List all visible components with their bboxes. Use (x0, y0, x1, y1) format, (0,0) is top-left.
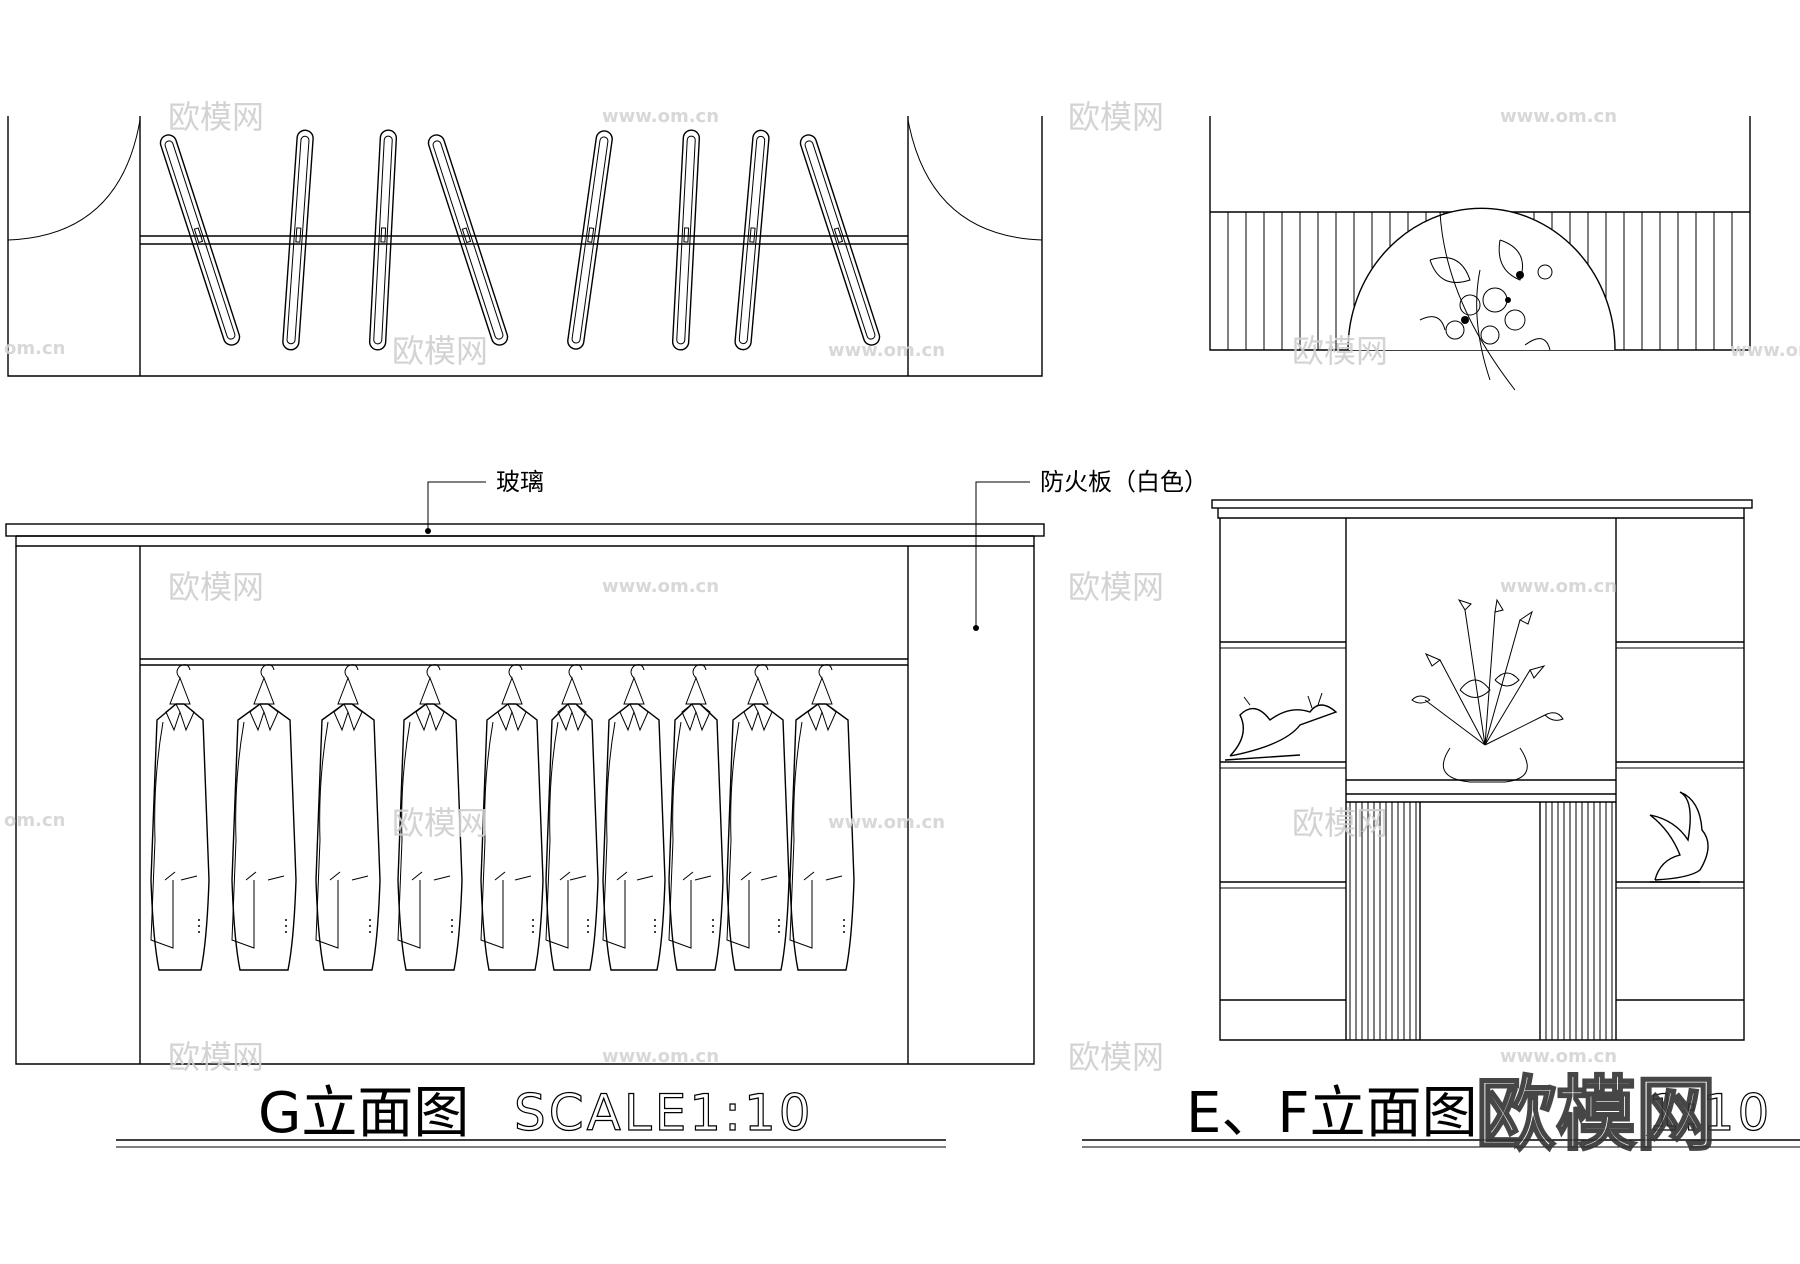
jacket (726, 664, 790, 971)
hanger-top (159, 134, 241, 346)
g-plan-view (7, 116, 1043, 377)
glass-leader-dot (425, 528, 431, 534)
jacket (480, 664, 544, 971)
g-elevation: 玻璃 防火板（白色） G立面图 SCALE1:10 (5, 468, 1208, 1148)
jacket (789, 664, 855, 971)
g-elevation-title: G立面图 (258, 1081, 469, 1146)
hanging-jackets-group (150, 664, 855, 971)
ef-elevation-title: E、F立面图 (1186, 1081, 1478, 1146)
hanger-top (427, 134, 509, 346)
hanger-top (671, 129, 701, 351)
watermark-brand: 欧模网 (168, 568, 264, 606)
jacket (150, 664, 210, 971)
ef-elevation: E、F立面图 1:10 (1082, 499, 1800, 1148)
watermark-brand: 欧模网 (1068, 98, 1164, 136)
watermark-url: www.om.cn (1500, 106, 1617, 127)
watermark-brand: 欧模网 (392, 332, 488, 370)
g-elevation-scale: SCALE1:10 (514, 1084, 814, 1142)
deer-ornament (1224, 692, 1338, 761)
jacket (231, 664, 297, 971)
watermark-brand: 欧模网 (392, 804, 488, 842)
ef-plan-view (1209, 116, 1751, 391)
hanger-top (282, 129, 314, 351)
watermark-brand-large: 欧模网 (1476, 1068, 1716, 1161)
glass-label: 玻璃 (496, 468, 544, 496)
watermark-url: www.om.cn (602, 576, 719, 597)
jacket (602, 664, 666, 971)
watermark-url: www.om.cn (602, 106, 719, 127)
watermark-url: www.om.cn (828, 812, 945, 833)
hanger-top (799, 134, 881, 346)
watermark-brand: 欧模网 (1068, 1038, 1164, 1076)
hanger-top (368, 129, 398, 351)
fireboard-label: 防火板（白色） (1040, 468, 1208, 496)
watermark-url: www.om.cn (1500, 1046, 1617, 1067)
hanger-top (734, 129, 770, 351)
watermark-url: www.om.cn (1730, 340, 1800, 361)
jacket (315, 664, 381, 971)
ef-elevation-scale: 1:10 (1648, 1084, 1772, 1142)
watermark-url: www.om.cn (828, 340, 945, 361)
ef-louver-panels (1349, 802, 1613, 1040)
watermark-url: www.om.cn (1500, 576, 1617, 597)
jacket (668, 664, 724, 971)
watermarks: 欧模网 www.om.cn 欧模网 www.om.cn om.cn 欧模网 ww… (4, 98, 1800, 1162)
watermark-brand: 欧模网 (1292, 804, 1388, 842)
bird-ornament (1649, 791, 1709, 883)
watermark-brand: 欧模网 (168, 1038, 264, 1076)
hanger-top (567, 130, 613, 350)
watermark-brand: 欧模网 (1068, 568, 1164, 606)
vase-flowers-ornament (1411, 598, 1564, 783)
flower-arrangement-plan (1419, 211, 1553, 391)
watermark-url: www.om.cn (602, 1046, 719, 1067)
hanger-top-view-group (159, 129, 881, 351)
watermark-url-partial: om.cn (4, 338, 65, 359)
watermark-brand: 欧模网 (1292, 332, 1388, 370)
fireboard-leader-dot (973, 625, 979, 631)
jacket (545, 664, 599, 971)
watermark-brand: 欧模网 (168, 98, 264, 136)
jacket (397, 664, 463, 971)
watermark-url-partial: om.cn (4, 810, 65, 831)
